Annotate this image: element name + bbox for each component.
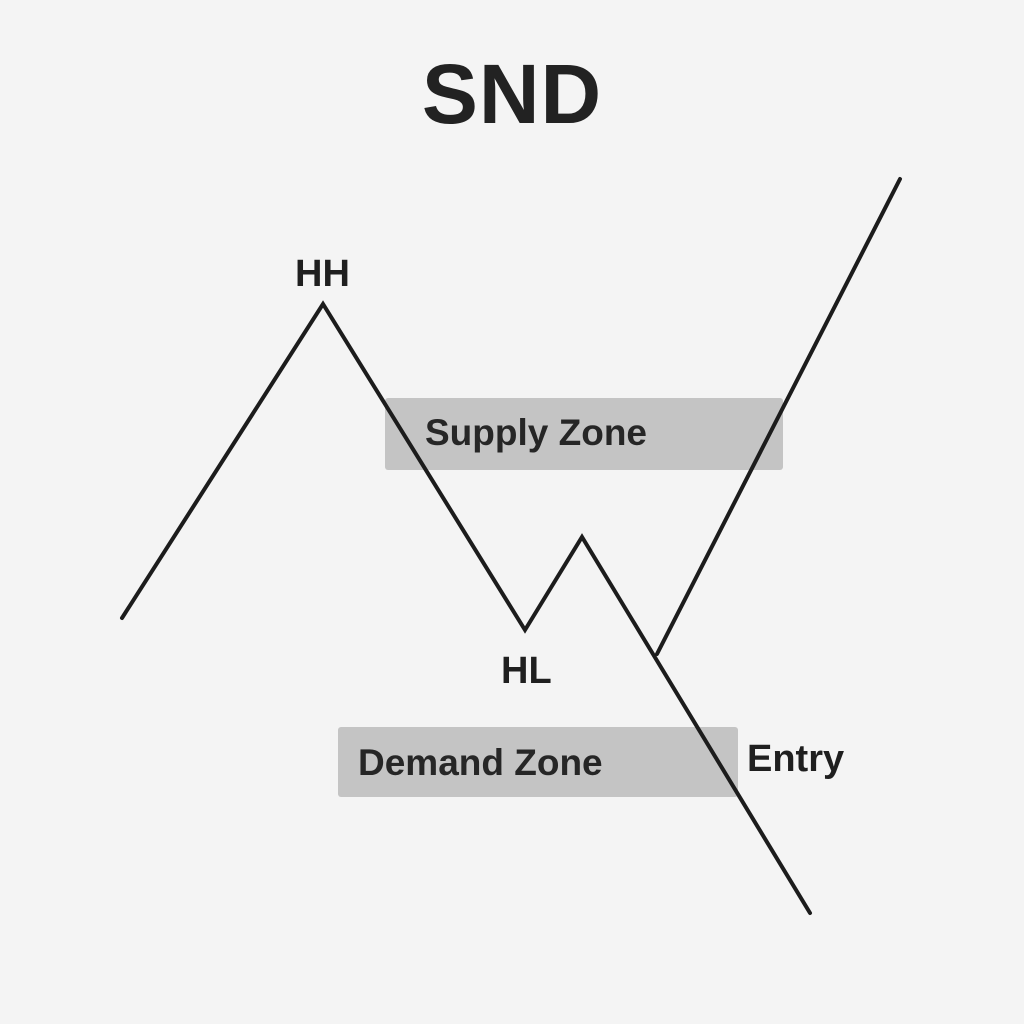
entry-label: Entry <box>747 738 845 780</box>
price-path <box>120 300 812 915</box>
supply-zone-label: Supply Zone <box>425 412 647 453</box>
demand-zone <box>338 727 738 797</box>
supply-zone <box>385 398 783 470</box>
breakout-line <box>655 177 902 656</box>
demand-zone-label: Demand Zone <box>358 742 603 783</box>
higher-high-label: HH <box>295 253 350 295</box>
higher-low-label: HL <box>501 650 552 692</box>
diagram-title: SND <box>421 47 603 141</box>
